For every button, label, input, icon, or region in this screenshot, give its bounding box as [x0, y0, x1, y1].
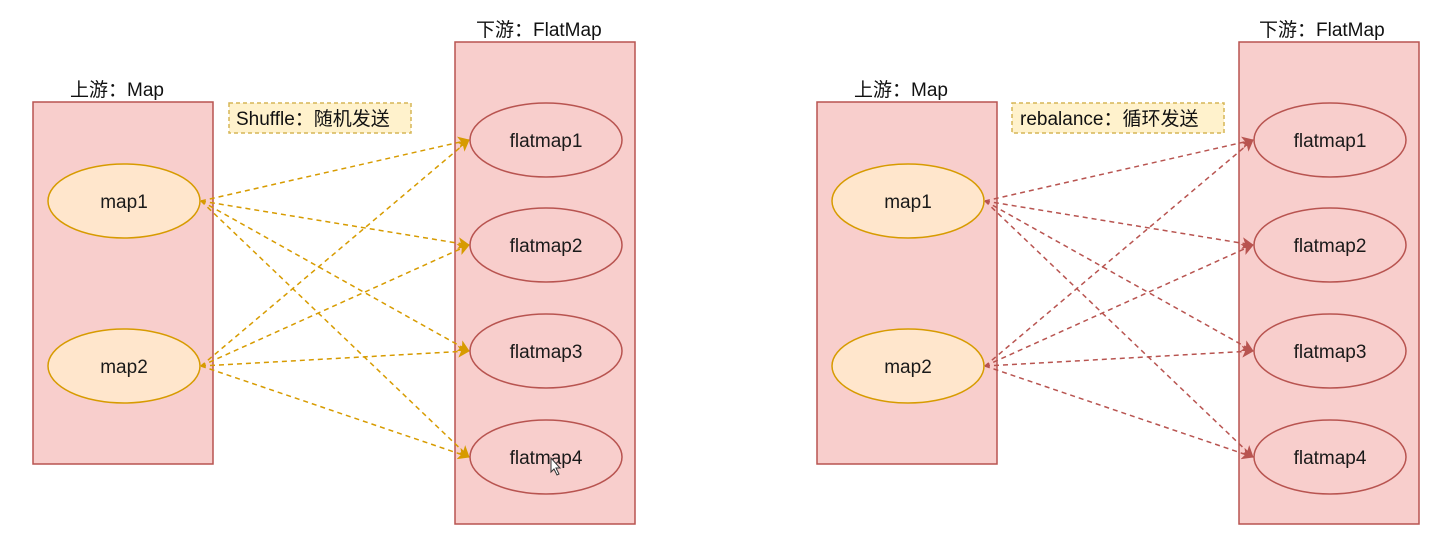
edge-map2-flatmap2	[200, 244, 470, 367]
node-label: flatmap3	[1294, 342, 1367, 363]
node-label: flatmap4	[510, 448, 583, 469]
target-node-flatmap4[interactable]: flatmap4	[469, 419, 623, 495]
node-label: map1	[884, 192, 932, 213]
edges	[200, 136, 470, 460]
node-label: flatmap3	[510, 342, 583, 363]
edge-map1-flatmap3	[984, 200, 1254, 352]
node-label: flatmap1	[1294, 131, 1367, 152]
edge-map1-flatmap1	[984, 136, 1254, 202]
panel-rebalance: 上游：Map 下游：FlatMap rebalance：循环发送 map1 ma…	[816, 19, 1420, 525]
edge-map1-flatmap3	[200, 200, 470, 352]
node-label: map1	[100, 192, 148, 213]
source-node-map2[interactable]: map2	[47, 328, 201, 404]
source-node-map2[interactable]: map2	[831, 328, 985, 404]
strategy-label-box	[1011, 102, 1225, 134]
edge-map1-flatmap2	[200, 200, 470, 250]
upstream-label: 上游：Map	[854, 79, 948, 101]
upstream-container	[816, 101, 998, 465]
node-label: map2	[884, 357, 932, 378]
mouse-cursor-icon	[550, 456, 562, 476]
downstream-label: 下游：FlatMap	[1259, 19, 1385, 41]
target-node-flatmap4[interactable]: flatmap4	[1253, 419, 1407, 495]
upstream-label: 上游：Map	[70, 79, 164, 101]
strategy-label-box	[228, 102, 412, 134]
edge-map2-flatmap2	[984, 244, 1254, 367]
edge-map1-flatmap4	[200, 200, 470, 458]
source-node-map1[interactable]: map1	[831, 163, 985, 239]
strategy-label: Shuffle：随机发送	[236, 108, 390, 130]
target-node-flatmap3[interactable]: flatmap3	[469, 313, 623, 389]
target-node-flatmap3[interactable]: flatmap3	[1253, 313, 1407, 389]
edge-map2-flatmap4	[984, 365, 1254, 460]
upstream-container	[32, 101, 214, 465]
edge-map2-flatmap3	[200, 345, 470, 367]
downstream-label: 下游：FlatMap	[476, 19, 602, 41]
strategy-label: rebalance：循环发送	[1020, 108, 1198, 130]
node-label: flatmap1	[510, 131, 583, 152]
node-label: flatmap2	[510, 236, 583, 257]
source-node-map1[interactable]: map1	[47, 163, 201, 239]
panel-shuffle: 上游：Map 下游：FlatMap Shuffle：随机发送 map1 map2…	[32, 19, 636, 525]
target-node-flatmap2[interactable]: flatmap2	[1253, 207, 1407, 283]
edge-map1-flatmap1	[200, 136, 470, 202]
node-label: flatmap2	[1294, 236, 1367, 257]
edge-map2-flatmap3	[984, 345, 1254, 367]
node-label: map2	[100, 357, 148, 378]
target-node-flatmap1[interactable]: flatmap1	[1253, 102, 1407, 178]
target-node-flatmap1[interactable]: flatmap1	[469, 102, 623, 178]
edge-map2-flatmap1	[200, 139, 470, 367]
edge-map1-flatmap4	[984, 200, 1254, 458]
edges	[984, 136, 1254, 460]
edge-map2-flatmap4	[200, 365, 470, 460]
node-label: flatmap4	[1294, 448, 1367, 469]
target-node-flatmap2[interactable]: flatmap2	[469, 207, 623, 283]
edge-map1-flatmap2	[984, 200, 1254, 250]
edge-map2-flatmap1	[984, 139, 1254, 367]
